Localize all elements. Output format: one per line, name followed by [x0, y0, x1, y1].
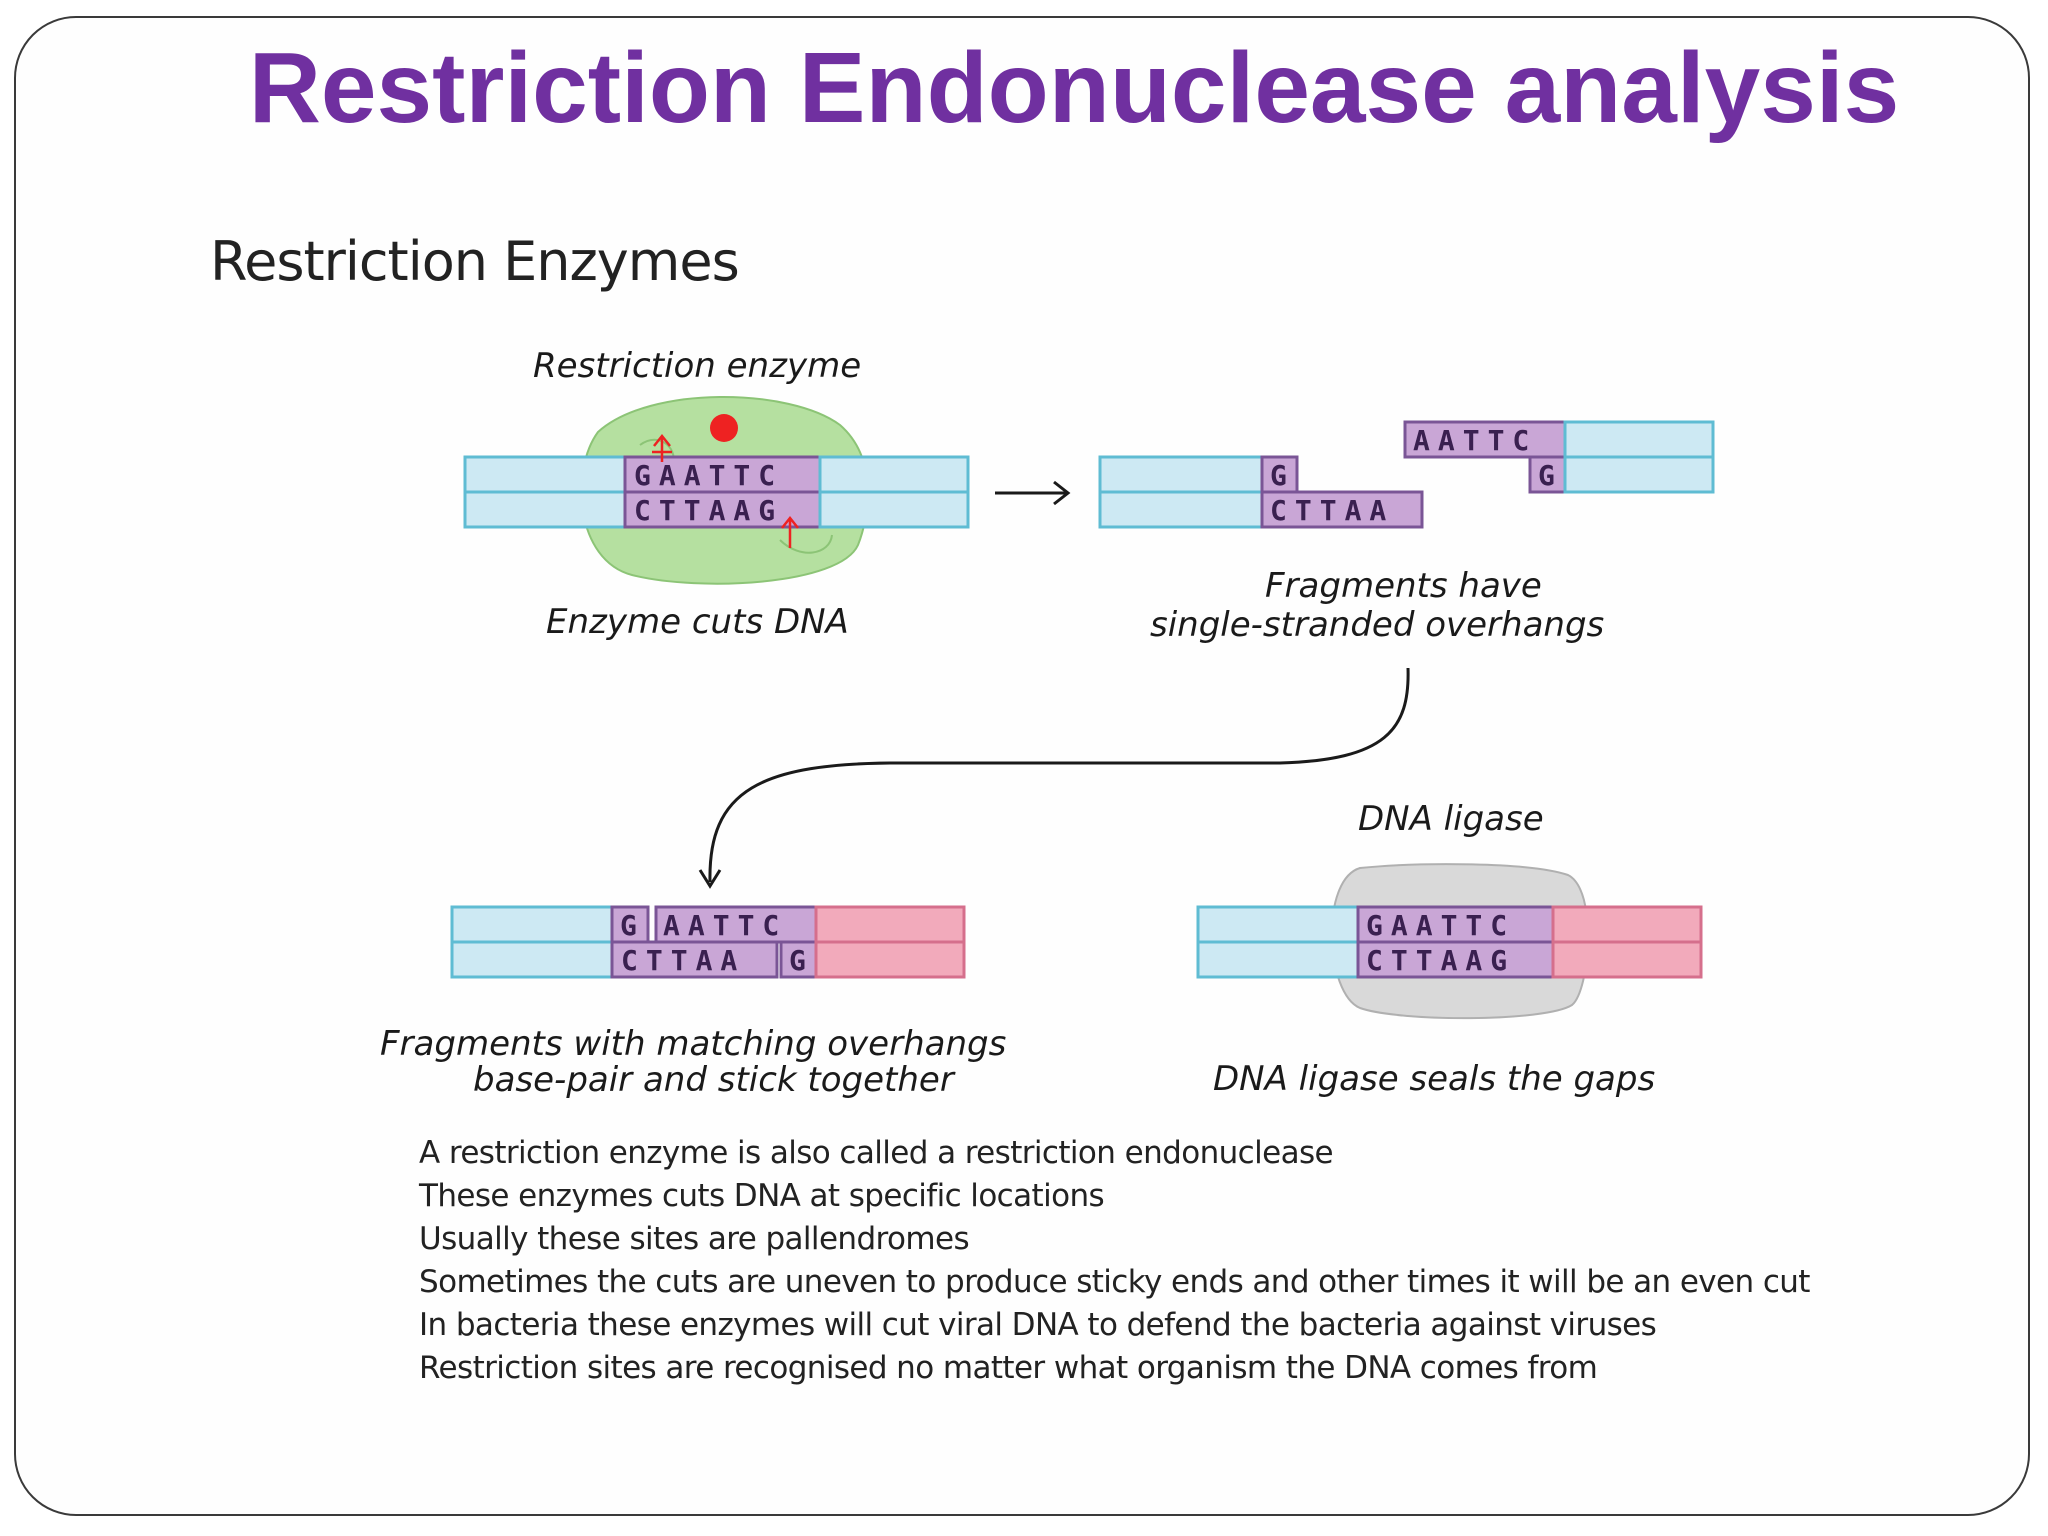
left-fragment-site-bottom — [1260, 490, 1424, 529]
left-fragment-blue-top — [1098, 455, 1264, 494]
step4-ligase: GAATTC CTTAAG DNA ligase DNA ligase seal… — [1196, 799, 1703, 1099]
slide-frame — [14, 16, 2030, 1516]
dna-ligase-label: DNA ligase — [1358, 799, 1544, 839]
enzyme-squiggle-bottom — [779, 534, 833, 554]
step2-right-bottom-sequence: G — [1538, 459, 1563, 492]
dna-strand-left-top — [463, 455, 627, 494]
slide-title: Restriction Endonuclease analysis — [248, 32, 1900, 144]
step4-top-sequence: GAATTC — [1366, 909, 1515, 942]
list-item: Sometimes the cuts are uneven to produce… — [419, 1264, 1810, 1300]
annealed-site-top-aattc — [654, 905, 818, 944]
sealed-pink-bottom — [1551, 940, 1703, 979]
fragments-label-line1: Fragments have — [1265, 566, 1542, 606]
annealed-site-bottom-g — [779, 940, 818, 979]
step3-top-sequence-a: G — [620, 909, 645, 942]
step1-enzyme-cut: GAATTC CTTAAG Restriction enzyme Enzyme … — [463, 346, 970, 642]
step4-bottom-sequence: CTTAAG — [1366, 944, 1515, 977]
matching-label-line2: base-pair and stick together — [473, 1060, 956, 1100]
annealed-pink-bottom — [814, 940, 966, 979]
step3-annealed: G AATTC CTTAA G Fragments with matching … — [380, 905, 1006, 1100]
left-fragment-blue-bottom — [1098, 490, 1264, 529]
annealed-blue-top — [450, 905, 614, 944]
dna-strand-right-top — [818, 455, 970, 494]
matching-label-line1: Fragments with matching overhangs — [380, 1024, 1006, 1064]
dna-strand-left-bottom — [463, 490, 627, 529]
step2-fragments: G CTTAA AATTC G Fragments have single-st… — [1098, 420, 1715, 645]
restriction-enzyme-label: Restriction enzyme — [533, 346, 861, 386]
step3-bottom-sequence-a: CTTAA — [621, 944, 745, 977]
right-fragment-site-top — [1403, 420, 1567, 459]
cut-arrow-bottom-icon — [781, 515, 799, 548]
annealed-pink-top — [814, 905, 966, 944]
ligase-seals-label: DNA ligase seals the gaps — [1213, 1059, 1655, 1099]
arrow-right-icon — [995, 480, 1071, 506]
annealed-blue-bottom — [450, 940, 614, 979]
right-fragment-blue-top — [1563, 420, 1715, 459]
step2-right-top-sequence: AATTC — [1413, 424, 1537, 457]
right-fragment-blue-bottom — [1563, 455, 1715, 494]
dna-strand-right-bottom — [818, 490, 970, 529]
step2-left-bottom-sequence: CTTAA — [1270, 494, 1394, 527]
step1-bottom-sequence: CTTAAG — [634, 494, 783, 527]
sealed-pink-top — [1551, 905, 1703, 944]
enzyme-cuts-label: Enzyme cuts DNA — [546, 602, 849, 642]
explanation-list: A restriction enzyme is also called a re… — [419, 1132, 1810, 1390]
step2-left-top-sequence: G — [1270, 459, 1295, 492]
active-site-dot — [710, 414, 738, 442]
figure-heading: Restriction Enzymes — [210, 230, 740, 293]
list-item: A restriction enzyme is also called a re… — [419, 1135, 1334, 1171]
list-item: These enzymes cuts DNA at specific locat… — [419, 1178, 1105, 1214]
sealed-site-bottom — [1356, 940, 1555, 979]
sealed-blue-bottom — [1196, 940, 1360, 979]
list-item: Usually these sites are pallendromes — [419, 1221, 970, 1257]
step3-top-sequence-b: AATTC — [663, 909, 787, 942]
step3-bottom-sequence-b: G — [789, 944, 814, 977]
right-fragment-site-bottom — [1528, 455, 1567, 494]
fragments-label-line2: single-stranded overhangs — [1150, 605, 1604, 645]
annealed-site-bottom-cttaa — [610, 940, 779, 979]
list-item: In bacteria these enzymes will cut viral… — [419, 1307, 1657, 1343]
step1-top-sequence: GAATTC — [634, 459, 783, 492]
cut-arrow-top-icon — [652, 433, 672, 462]
sealed-blue-top — [1196, 905, 1360, 944]
curved-arrow-icon — [698, 667, 1410, 889]
sealed-site-top — [1356, 905, 1555, 944]
list-item: Restriction sites are recognised no matt… — [419, 1350, 1598, 1386]
